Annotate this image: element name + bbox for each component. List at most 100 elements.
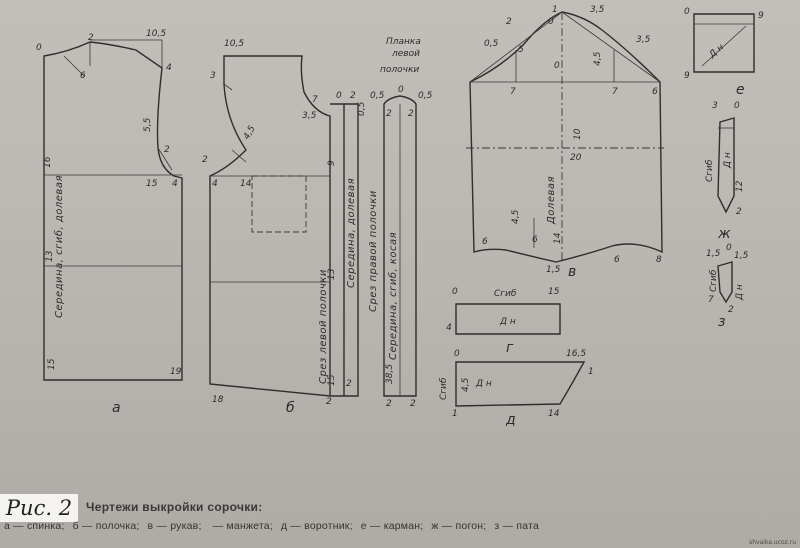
pocket-piece: 0 9 9 Д н е	[684, 7, 764, 98]
front-label-9: 9	[327, 160, 337, 166]
strap-fold-text: Сгиб	[705, 159, 715, 182]
front-label-13: 13	[327, 268, 337, 280]
sleeve-label-6c: 6	[532, 235, 538, 245]
back-outline	[43, 41, 183, 381]
back-label-2b: 2	[164, 145, 170, 155]
sleeve-label-4-5: 4,5	[593, 51, 603, 66]
front-label-14: 14	[240, 179, 252, 189]
front-label-2b: 2	[202, 155, 208, 165]
pocket-grain-text: Д н	[707, 42, 726, 61]
sleeve-label-1-5: 1,5	[546, 265, 561, 275]
pocket-label-9: 9	[758, 11, 764, 21]
back-label-15: 15	[146, 179, 158, 189]
back-label-0: 0	[36, 43, 42, 53]
front-label-4: 4	[212, 179, 218, 189]
sleeve-label-7b: 7	[612, 87, 618, 97]
back-center-fold-text: Середина, сгиб, долевая	[53, 175, 65, 318]
placket-label-2b: 2	[408, 109, 414, 119]
sleeve-label-3-5a: 3,5	[590, 5, 605, 15]
front-label-4-5: 4,5	[242, 124, 258, 142]
front-armhole-diag	[231, 149, 247, 163]
placket-title-2: левой	[391, 49, 420, 59]
collar-label-4-5: 4,5	[461, 377, 471, 392]
sleeve-label-3-5b: 3,5	[636, 35, 651, 45]
strap-label-0: 0	[734, 101, 740, 111]
front-extension-1	[330, 103, 345, 396]
back-label-15b: 15	[47, 358, 57, 370]
back-label-2: 2	[88, 33, 94, 43]
sleeve-outline	[469, 11, 663, 263]
sleeve-label-10: 10	[573, 128, 583, 140]
back-piece: 0 2 10,5 4 6 5,5 2 16 15 4 15 19 Середин…	[36, 29, 183, 416]
collar-label-0: 0	[454, 349, 460, 359]
placket-label-2: 2	[386, 109, 392, 119]
front-label-3-5: 3,5	[302, 111, 317, 121]
figure-legend: а — спинка;б — полочка;в — рукав; — манж…	[4, 520, 539, 532]
placket-label-2d: 2	[410, 399, 416, 409]
cuff-piece: 0 15 4 Сгиб Д н г	[446, 287, 561, 356]
placket-label-0-5: 0,5	[370, 91, 385, 101]
pocket-label-0: 0	[684, 7, 690, 17]
legend-item: в — рукав;	[147, 520, 202, 532]
strap-grain-text: Д н	[723, 152, 733, 169]
flap-label-7: 7	[708, 295, 714, 305]
flap-label-0: 0	[726, 243, 732, 253]
collar-piece: 0 16,5 1 4,5 1 14 Сгиб Д н д	[439, 349, 594, 428]
pocket-label-9b: 9	[684, 71, 690, 81]
placket-title-3: полочки	[380, 65, 419, 75]
front-left-cut-text: Срез левой полочки	[318, 269, 329, 384]
strap-letter: ж	[717, 226, 731, 242]
placket-label-2c: 2	[386, 399, 392, 409]
cuff-label-4: 4	[446, 323, 452, 333]
strap-piece: 3 0 12 2 Сгиб Д н ж	[705, 101, 745, 242]
cuff-label-0: 0	[452, 287, 458, 297]
front-label-2: 2	[350, 91, 356, 101]
back-shoulder-guide	[90, 39, 163, 68]
legend-item: а — спинка;	[4, 520, 65, 532]
flap-label-2: 2	[728, 305, 734, 315]
sleeve-label-2: 2	[506, 17, 512, 27]
front-label-18: 18	[212, 395, 224, 405]
front-outline	[209, 55, 331, 397]
pocket-outline	[693, 13, 755, 73]
sleeve-grain-text: Долевая	[546, 176, 557, 225]
collar-label-1b: 1	[452, 409, 458, 419]
front-neck-diag	[223, 83, 233, 91]
front-extension-2	[330, 103, 359, 397]
sleeve-piece: 1 0 3,5 2 0,5 5 7 0 4,5 3,5 7 6 10 20 4,…	[466, 5, 664, 280]
collar-fold-text: Сгиб	[439, 377, 449, 400]
flap-piece: 1,5 0 1,5 7 2 Сгиб Д н з	[706, 243, 749, 330]
sleeve-label-0-5: 0,5	[484, 39, 499, 49]
cuff-outline	[455, 303, 561, 335]
back-label-16: 16	[43, 156, 53, 168]
sleeve-cap-diagonals	[469, 11, 661, 83]
flap-grain-text: Д н	[735, 284, 745, 301]
cuff-letter: г	[506, 340, 514, 356]
front-label-15: 15	[327, 374, 337, 386]
collar-label-1: 1	[588, 367, 594, 377]
placket-piece: Планка левой полочки 0,5 0 0,5 2 2 38,5 …	[368, 37, 433, 409]
sleeve-label-14: 14	[553, 232, 563, 244]
strap-label-12: 12	[735, 180, 745, 192]
back-label-19: 19	[170, 367, 182, 377]
sleeve-label-6d: 6	[614, 255, 620, 265]
sleeve-label-1: 1	[552, 5, 558, 15]
back-label-13: 13	[45, 250, 55, 262]
front-label-0: 0	[336, 91, 342, 101]
front-letter: б	[286, 400, 295, 416]
legend-item: д — воротник;	[280, 520, 353, 532]
collar-outline	[455, 361, 586, 407]
sleeve-label-8: 8	[656, 255, 662, 265]
collar-label-14: 14	[548, 409, 560, 419]
pocket-grain-arrow	[701, 25, 747, 67]
strap-outline	[717, 117, 735, 214]
flap-fold-text: Сгиб	[709, 269, 719, 292]
front-label-0-5: 0,5	[357, 101, 367, 116]
flap-letter: з	[718, 314, 725, 330]
sleeve-label-20: 20	[570, 153, 582, 163]
back-label-4b: 4	[172, 179, 178, 189]
placket-label-0: 0	[398, 85, 404, 95]
front-center-text: Середина, долевая	[346, 178, 357, 288]
back-label-6: 6	[80, 71, 86, 81]
